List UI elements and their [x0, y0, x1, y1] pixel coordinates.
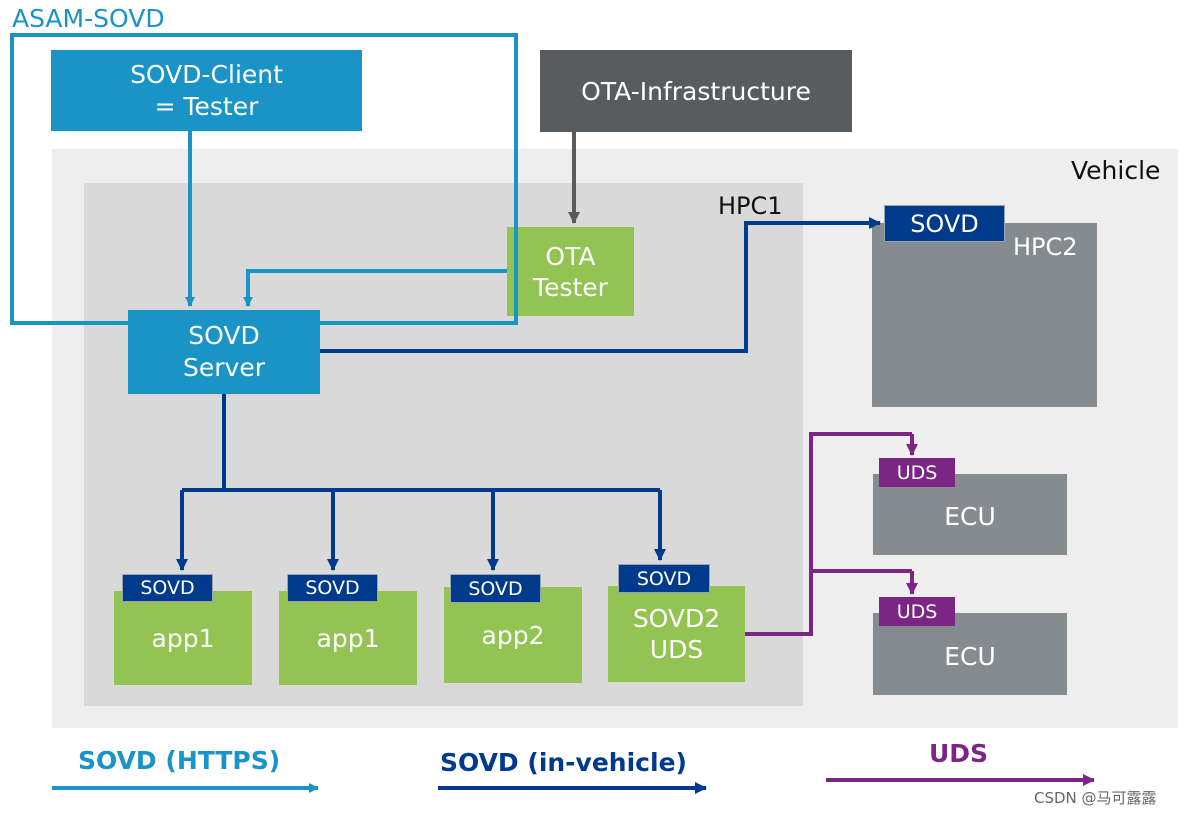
ecu-bottom-box[interactable]: ECU: [873, 613, 1067, 695]
server-to-hpc2-arrow: [320, 217, 881, 353]
asam-sovd-label: ASAM-SOVD: [12, 4, 165, 33]
sovd-client-box[interactable]: SOVD-Client = Tester: [51, 50, 362, 131]
legend-https-label: SOVD (HTTPS): [78, 746, 281, 775]
app1-second-box[interactable]: app1: [279, 591, 417, 685]
ota-tester-to-server-arrow: [243, 269, 507, 307]
ecu-top-box[interactable]: ECU: [873, 474, 1067, 555]
app1-second-sovd-badge: SOVD: [287, 574, 378, 602]
legend-uds-label: UDS: [929, 739, 989, 768]
hpc1-label: HPC1: [718, 192, 783, 220]
watermark: CSDN @马可露露: [1034, 789, 1157, 807]
hpc2-sovd-badge: SOVD: [884, 205, 1005, 242]
app2-sovd-badge: SOVD: [450, 574, 541, 603]
asam-sovd-boundary: [10, 33, 518, 325]
app1-box[interactable]: app1: [114, 591, 252, 685]
legend-invehicle-label: SOVD (in-vehicle): [440, 748, 687, 777]
app2-box[interactable]: app2: [444, 587, 582, 683]
sovd2-to-ecu-trunk: [745, 432, 912, 636]
sovd2-uds-box[interactable]: SOVD2 UDS: [608, 586, 745, 682]
ota-infrastructure-box[interactable]: OTA-Infrastructure: [540, 50, 852, 132]
server-to-apps-trunk: [182, 394, 660, 492]
ota-tester-box[interactable]: OTA Tester: [507, 227, 634, 316]
app1-sovd-badge: SOVD: [122, 574, 213, 602]
hpc2-box[interactable]: HPC2: [872, 223, 1097, 407]
vehicle-label: Vehicle: [1071, 156, 1161, 185]
sovd2-uds-sovd-badge: SOVD: [618, 564, 710, 593]
ecu-bottom-uds-badge: UDS: [879, 597, 955, 626]
hpc2-label: HPC2: [1013, 233, 1078, 261]
ecu-top-uds-badge: UDS: [879, 458, 955, 487]
